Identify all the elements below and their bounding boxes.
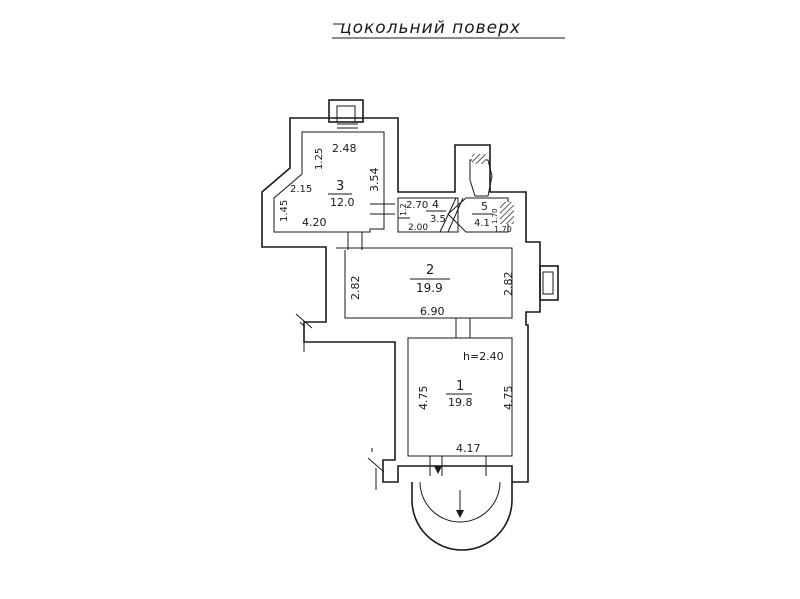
room2-dim-bottom: 6.90 [420,305,445,318]
room2-dim-left: 2.82 [349,276,362,301]
room1-dim-left: 4.75 [417,386,430,411]
room2-area: 19.9 [416,281,443,295]
room5-dim-right-b: 1.70 [494,225,512,234]
rooms-4-5-walls [397,154,514,233]
outer-walls [261,117,541,483]
room4-number: 4 [432,198,439,211]
room-2: 2 19.9 2.82 2.82 6.90 [349,263,515,318]
room4-dim-top: 2.70 [406,200,428,211]
entrance-left-upper [295,313,313,352]
room-1: h=2.40 1 19.8 4.75 4.75 4.17 [417,350,515,455]
room3-dim-right: 3.54 [368,168,381,193]
room3-dim-left: 1.45 [279,200,290,222]
room4-dim-left: 1.2 [399,203,408,216]
door-2-1 [455,318,471,338]
right-porch [539,265,559,301]
room5-area: 4.1 [474,218,490,229]
room3-dim-bottom: 4.20 [302,216,327,229]
top-stairs [328,99,364,133]
room5-dim-right-a: 1.70 [491,208,499,224]
room4-area: 3.5 [430,214,446,225]
bottom-bay-entrance [411,456,513,551]
room3-number: 3 [336,179,344,194]
room4-dim-bottom: 2.00 [408,223,428,233]
room3-area: 12.0 [330,196,355,209]
room1-dim-right: 4.75 [502,386,515,411]
room-5: 5 4.1 1.70 1.70 [472,200,512,234]
room3-dim-diag: 2.15 [290,184,312,195]
room1-area: 19.8 [448,396,473,409]
room1-height: h=2.40 [463,350,504,363]
room3-walls [347,203,395,250]
entrance-left-lower [367,448,385,490]
room2-dim-right: 2.82 [502,272,515,297]
room3-dim-top-left: 1.25 [314,148,325,170]
plan-title: цокольний поверх [340,18,521,38]
room2-number: 2 [426,263,434,278]
room5-number: 5 [481,200,488,213]
room3-dim-top: 2.48 [332,142,357,155]
room-4: 2.70 4 3.5 2.00 1.2 [399,198,446,233]
room1-number: 1 [456,379,464,394]
room1-dim-bottom: 4.17 [456,442,481,455]
room-3: 3 12.0 2.48 1.25 2.15 3.54 1.45 4.20 [279,142,381,229]
